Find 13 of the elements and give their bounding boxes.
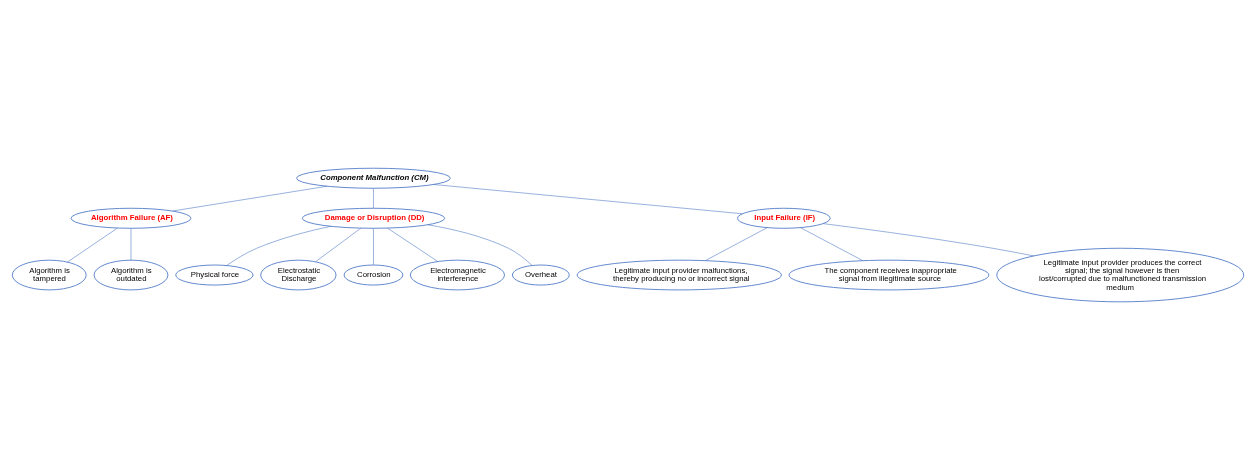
connector — [373, 227, 374, 265]
connector — [315, 227, 362, 262]
connector — [427, 224, 533, 266]
connector — [433, 183, 743, 214]
connector — [130, 227, 132, 260]
connector — [387, 227, 438, 262]
connector — [800, 226, 863, 261]
connector — [373, 187, 374, 208]
connector — [705, 226, 768, 261]
connector — [67, 227, 118, 262]
connector — [172, 185, 328, 211]
connector — [822, 222, 1034, 256]
connector — [226, 225, 332, 266]
